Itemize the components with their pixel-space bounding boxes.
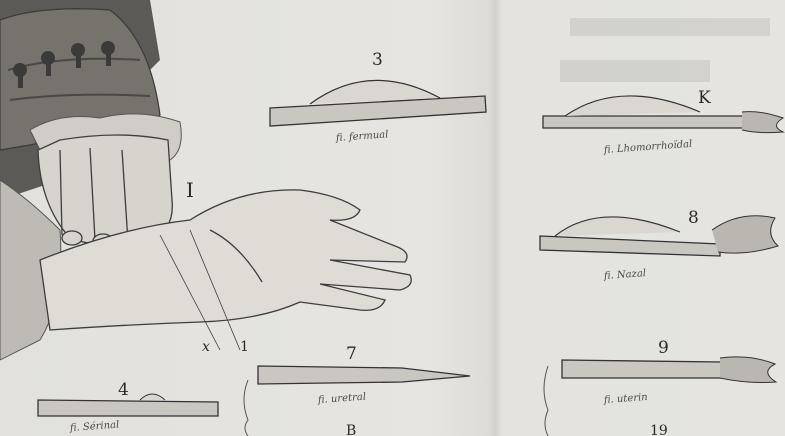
label-4: 4	[118, 382, 129, 399]
mark-1: 1	[240, 340, 249, 354]
label-7: 7	[346, 346, 357, 363]
label-8: 8	[688, 210, 699, 227]
book-gutter	[488, 0, 502, 436]
label-i: I	[186, 180, 194, 200]
bracket-left	[244, 380, 248, 436]
bracket-right	[544, 366, 548, 436]
instrument-7	[258, 366, 470, 384]
label-k: K	[698, 90, 711, 107]
label-19: 19	[650, 424, 668, 436]
instrument-k	[543, 96, 783, 133]
mark-x: x	[202, 340, 210, 354]
instrument-8	[540, 216, 778, 256]
label-3: 3	[372, 52, 383, 69]
instrument-9	[562, 357, 776, 383]
instrument-3	[270, 80, 486, 126]
faded-print-bleedthrough	[560, 18, 770, 82]
label-b: B	[346, 424, 356, 436]
label-9: 9	[658, 340, 669, 357]
